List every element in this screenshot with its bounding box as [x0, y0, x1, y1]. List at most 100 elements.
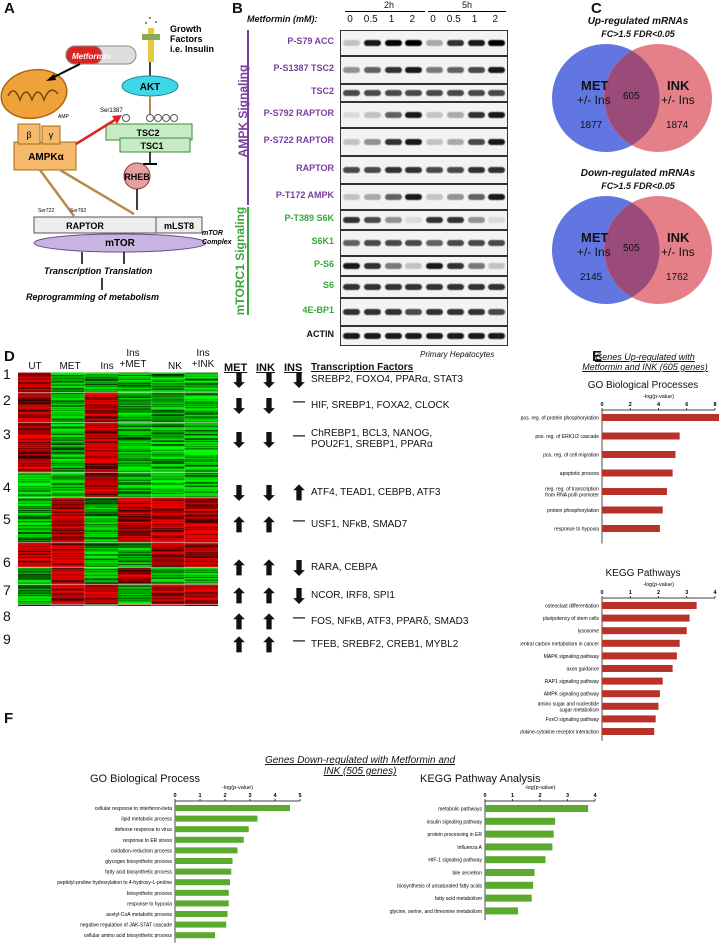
svg-text:γ: γ: [49, 130, 54, 140]
svg-text:AMP: AMP: [58, 114, 70, 120]
bar: [602, 614, 690, 622]
category-label: glycogen biosynthetic process: [105, 859, 172, 865]
down-arrow-icon: ⬇: [290, 586, 308, 608]
no-change-dash-icon: —: [293, 513, 305, 527]
blot-row: [340, 84, 508, 102]
venn-up-ink-ins-label: +/- Ins: [661, 93, 695, 107]
venn-up-ink-count: 1874: [666, 120, 689, 131]
blot-row-label: 4E-BP1: [302, 305, 334, 315]
blot-row-label: S6K1: [311, 236, 334, 246]
axis-label: -log(p-value): [222, 785, 253, 791]
up-regulated-subtitle: FC>1.5 FDR<0.05: [601, 29, 675, 39]
category-label: osteoclast differentiation: [545, 604, 599, 610]
panel-label-c: C: [591, 0, 602, 17]
category-label: metabolic pathways: [438, 807, 482, 813]
category-label: from RNA polII promoter: [545, 493, 599, 499]
category-label: pos. reg. of protein phosphorylation: [521, 416, 600, 422]
svg-text:TSC1: TSC1: [140, 141, 163, 151]
blot-row: [340, 210, 508, 230]
bar: [602, 690, 660, 698]
cluster-number: 6: [3, 554, 11, 570]
tick-label: 1: [198, 793, 201, 799]
blot-band: [426, 139, 443, 145]
transcription-factor-list: TFEB, SREBF2, CREB1, MYBL2: [311, 639, 459, 650]
cluster-number: 5: [3, 511, 11, 527]
bar: [602, 665, 673, 672]
svg-text:Translation: Translation: [104, 266, 153, 276]
bar: [602, 432, 680, 440]
ampk-mtor-pathway-diagram: Metformin Growth Factors i.e. Insulin AK…: [0, 17, 232, 302]
blot-band: [467, 217, 485, 223]
venn-down-ink-ins-label: +/- Ins: [661, 245, 695, 259]
up-arrow-icon: ⬆: [230, 515, 248, 537]
blot-band: [426, 167, 443, 173]
bar: [175, 858, 233, 864]
blot-band: [446, 333, 464, 339]
category-label: defense response to virus: [115, 827, 173, 833]
down-arrow-icon: ⬇: [260, 430, 278, 452]
blot-band: [384, 112, 402, 118]
blot-band: [363, 112, 381, 118]
bar: [175, 879, 230, 886]
cluster-number: 2: [3, 392, 11, 408]
cluster-number: 7: [3, 582, 11, 598]
blot-band: [405, 67, 423, 73]
blot-band: [384, 284, 402, 290]
blot-band: [446, 263, 464, 269]
svg-text:Transcription: Transcription: [44, 266, 102, 276]
blot-row: [340, 256, 508, 276]
bar: [602, 627, 687, 635]
blot-band: [446, 167, 464, 173]
bar: [602, 677, 663, 685]
tick-label: 4: [593, 793, 597, 799]
blot-band: [363, 217, 381, 223]
bar: [485, 856, 546, 864]
blot-row: [340, 276, 508, 298]
mtorc1-signaling-label: mTORC1 Signaling: [233, 206, 247, 316]
blot-band: [446, 217, 464, 223]
no-change-dash-icon: —: [293, 428, 305, 442]
blot-band: [467, 333, 485, 339]
blot-band: [446, 240, 464, 246]
tick-label: 4: [657, 402, 661, 408]
blot-band: [384, 263, 402, 269]
blot-band: [384, 90, 402, 96]
venn-down-met-count: 2145: [580, 272, 603, 283]
blot-band: [384, 333, 402, 339]
blot-band: [446, 309, 464, 315]
tick-label: 4: [273, 793, 277, 799]
svg-text:Ser792: Ser792: [70, 208, 86, 214]
up-arrow-icon: ⬆: [260, 635, 278, 657]
svg-text:Reprogramming of metabolism: Reprogramming of metabolism: [26, 292, 159, 302]
blot-band: [426, 67, 443, 73]
blot-band: [405, 139, 423, 145]
bar: [485, 843, 553, 851]
blot-band: [467, 240, 485, 246]
tick-label: 3: [685, 590, 688, 596]
bar: [485, 817, 556, 825]
panel-label-f: F: [4, 710, 14, 727]
blot-band: [363, 90, 381, 96]
category-label: central carbon metabolism in cancer: [520, 641, 599, 647]
down-regulated-title: Down-regulated mRNAs: [580, 168, 696, 179]
blot-row: [340, 298, 508, 326]
up-arrow-icon: ⬆: [230, 612, 248, 634]
category-label: fatty acid biosynthetic process: [105, 870, 172, 876]
blot-band: [343, 112, 360, 118]
blot-row-label: P-S722 RAPTOR: [263, 135, 334, 145]
bar: [175, 836, 244, 843]
blot-row: [340, 30, 508, 56]
blot-band: [405, 240, 423, 246]
dose-label: 1: [471, 14, 478, 25]
up-arrow-icon: ⬆: [260, 586, 278, 608]
expression-heatmap: [18, 372, 218, 606]
blot-band: [467, 112, 485, 118]
category-label: pos. reg. of cell migration: [543, 453, 599, 459]
bar: [485, 869, 535, 876]
blot-band: [384, 40, 402, 46]
bar: [485, 830, 554, 838]
panel-f-kegg-title: KEGG Pathway Analysis: [420, 773, 541, 785]
blot-row: [340, 102, 508, 128]
